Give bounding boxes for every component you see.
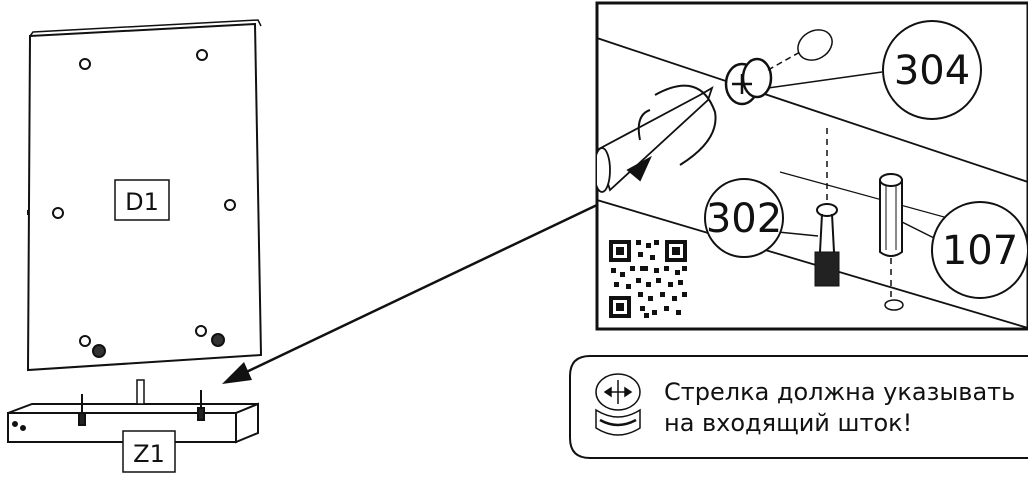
hole [52, 207, 64, 219]
callout-302 [704, 178, 784, 258]
cam-lock-icon [211, 333, 225, 347]
hole [79, 58, 91, 70]
hole [224, 199, 236, 211]
hole [196, 49, 208, 61]
base-label: Z1 [133, 440, 165, 468]
cam-bolt-icon [197, 407, 205, 421]
note-line2: на входящий шток! [664, 409, 912, 437]
cam-lock-icon [92, 344, 106, 358]
note-line1: Стрелка должна указывать [664, 378, 1015, 406]
dowel-icon [879, 173, 903, 257]
callout-107-label: 107 [942, 228, 1018, 274]
callout-107 [931, 201, 1028, 299]
cam-bolt-icon [78, 412, 86, 426]
base-label-box [122, 430, 176, 473]
note-frame [569, 355, 1028, 459]
panel-label-box [114, 179, 170, 221]
base-z1 [7, 379, 259, 444]
dowel-icon [136, 379, 145, 405]
hole [79, 335, 91, 347]
panel-label: D1 [125, 188, 159, 216]
hole [195, 325, 207, 337]
assembly-arrow-icon [222, 203, 598, 384]
callout-302-label: 302 [706, 196, 782, 242]
qr-code-icon [609, 240, 687, 318]
cam-lock-icon [724, 57, 773, 106]
callout-304 [882, 20, 982, 120]
screwdriver-icon [597, 84, 717, 193]
cam-lock-arrow-icon [595, 373, 641, 436]
callout-304-label: 304 [894, 48, 970, 94]
cam-bolt-icon [814, 203, 840, 287]
